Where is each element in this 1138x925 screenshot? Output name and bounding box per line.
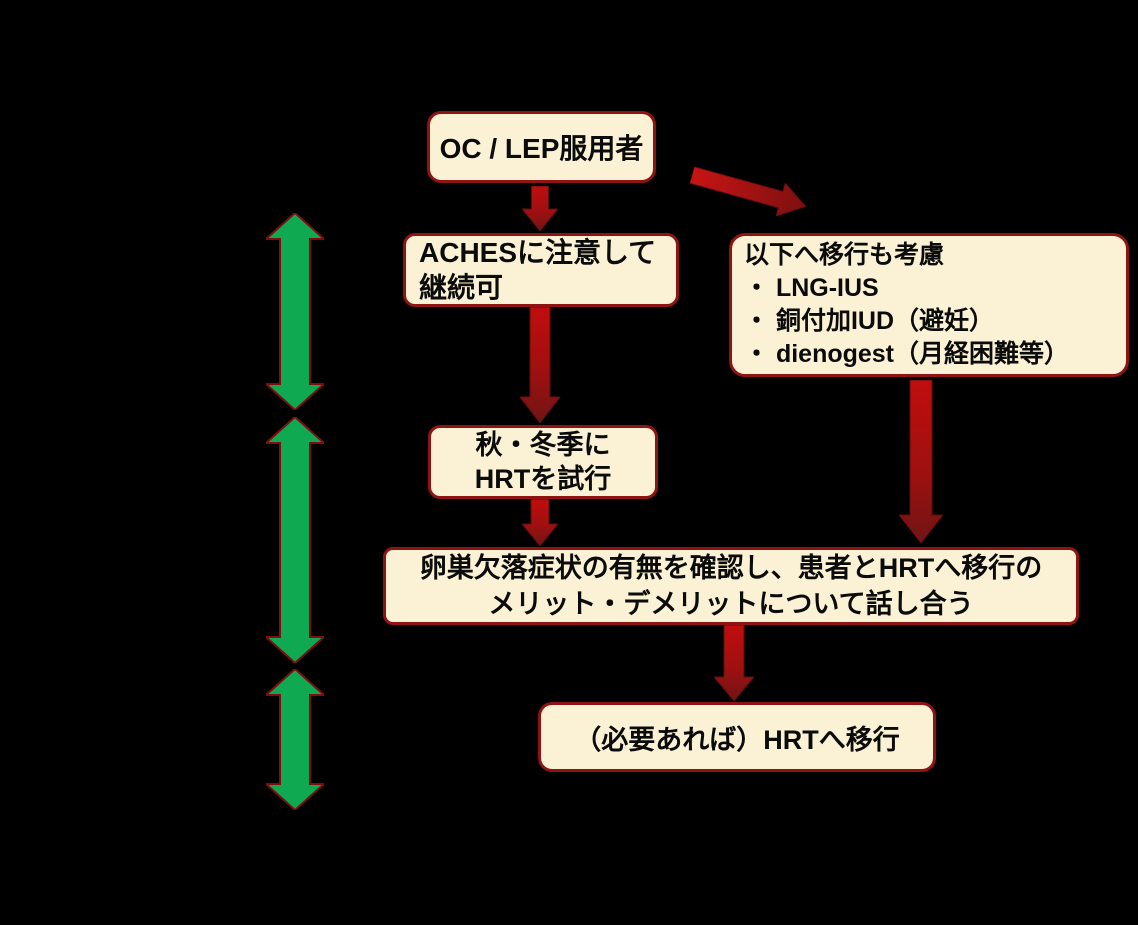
node-label-line: ACHESに注意して — [419, 237, 657, 268]
arrow-aches-to-autumn-icon — [520, 307, 560, 423]
down-arrow-shape — [522, 186, 558, 231]
node-label: OC / LEP服用者 — [439, 133, 644, 164]
node-label-line: メリット・デメリットについて話し合う — [488, 589, 974, 619]
arrow-confirm-to-hrt-icon — [714, 625, 754, 701]
bullet-item: ・ LNG-IUS — [744, 274, 879, 302]
node-label-line: 卵巣欠落症状の有無を確認し、患者とHRTへ移行の — [419, 553, 1043, 583]
double-arrow-shape — [266, 417, 324, 663]
down-arrow-shape — [522, 499, 558, 546]
timeline-double-arrow-bottom-icon — [266, 669, 324, 810]
node-continue-with-aches-caution: ACHESに注意して 継続可 — [403, 233, 679, 307]
arrow-oclep-to-consider-icon — [687, 159, 812, 224]
right-arrow-shape — [689, 166, 807, 217]
down-arrow-shape — [899, 380, 943, 543]
double-arrow-shape — [266, 669, 324, 810]
node-try-hrt-autumn-winter: 秋・冬季に HRTを試行 — [428, 425, 658, 499]
arrow-autumn-to-confirm-icon — [522, 499, 558, 546]
node-label-line: HRTを試行 — [474, 464, 612, 494]
bullet-item: ・ dienogest（月経困難等） — [744, 340, 1070, 368]
node-oc-lep-users: OC / LEP服用者 — [427, 111, 656, 183]
down-arrow-shape — [520, 307, 560, 423]
node-confirm-symptoms-discuss: 卵巣欠落症状の有無を確認し、患者とHRTへ移行の メリット・デメリットについて話… — [383, 547, 1079, 625]
node-label-line: 秋・冬季に — [475, 430, 611, 460]
timeline-double-arrow-middle-icon — [266, 417, 324, 663]
timeline-double-arrow-top-icon — [266, 213, 324, 410]
node-transition-to-hrt: （必要あれば）HRTへ移行 — [538, 702, 936, 772]
bullet-item: ・ 銅付加IUD（避妊） — [744, 307, 995, 335]
double-arrow-shape — [266, 213, 324, 410]
node-label: （必要あれば）HRTへ移行 — [574, 724, 900, 755]
arrow-oclep-to-aches-icon — [522, 186, 558, 231]
arrow-consider-to-confirm-icon — [899, 380, 943, 543]
down-arrow-shape — [714, 625, 754, 701]
node-title: 以下へ移行も考慮 — [744, 241, 945, 269]
node-consider-alternatives: 以下へ移行も考慮 ・ LNG-IUS ・ 銅付加IUD（避妊） ・ dienog… — [729, 233, 1129, 377]
node-label-line: 継続可 — [419, 272, 504, 303]
